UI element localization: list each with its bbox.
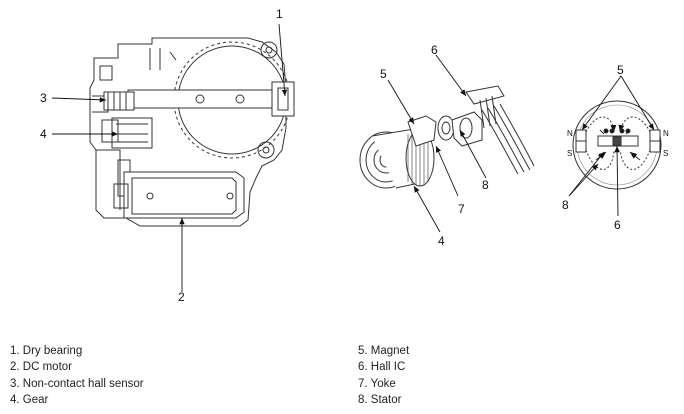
legend-item: 7. Yoke: [358, 377, 396, 390]
callout-8: 8: [482, 178, 489, 192]
legend-item: 6. Hall IC: [358, 361, 406, 374]
legend-right: 5. Magnet 6. Hall IC 7. Yoke 8. Stator: [358, 343, 409, 408]
pole-s-right: S: [663, 149, 668, 158]
callout-4-exploded: 4: [438, 234, 445, 248]
callout-3: 3: [40, 91, 47, 105]
callout-8-field: 8: [562, 198, 569, 212]
callout-5-field: 5: [617, 63, 624, 77]
callout-5: 5: [380, 67, 387, 81]
callout-6-field: 6: [614, 218, 621, 232]
component-diagram: 1 3 4 2 5 6 7 8 4 5 8 6 N S N S: [40, 7, 669, 304]
callout-1: 1: [276, 7, 283, 21]
actuator-housing-drawing: [89, 37, 295, 227]
callout-6: 6: [431, 43, 438, 57]
callout-7: 7: [458, 202, 465, 216]
legend-item: 4. Gear: [10, 393, 49, 406]
pole-n-left: N: [567, 129, 573, 138]
exploded-view-drawing: [359, 85, 535, 189]
callout-lines-middle: [387, 54, 487, 233]
legend-item: 2. DC motor: [10, 361, 72, 374]
legend-left: 1. Dry bearing 2. DC motor 3. Non-contac…: [10, 343, 144, 408]
callout-2: 2: [178, 290, 185, 304]
legend-item: 8. Stator: [358, 393, 402, 406]
pole-n-right: N: [663, 129, 669, 138]
pole-s-left: S: [567, 149, 572, 158]
callout-4: 4: [40, 127, 47, 141]
callout-lines-right: [568, 75, 655, 217]
callout-lines-left: [51, 23, 288, 292]
magnetic-field-diagram: [572, 100, 662, 190]
legend-item: 5. Magnet: [358, 345, 410, 357]
legend-item: 3. Non-contact hall sensor: [10, 377, 144, 390]
legend-item: 1. Dry bearing: [10, 345, 83, 357]
